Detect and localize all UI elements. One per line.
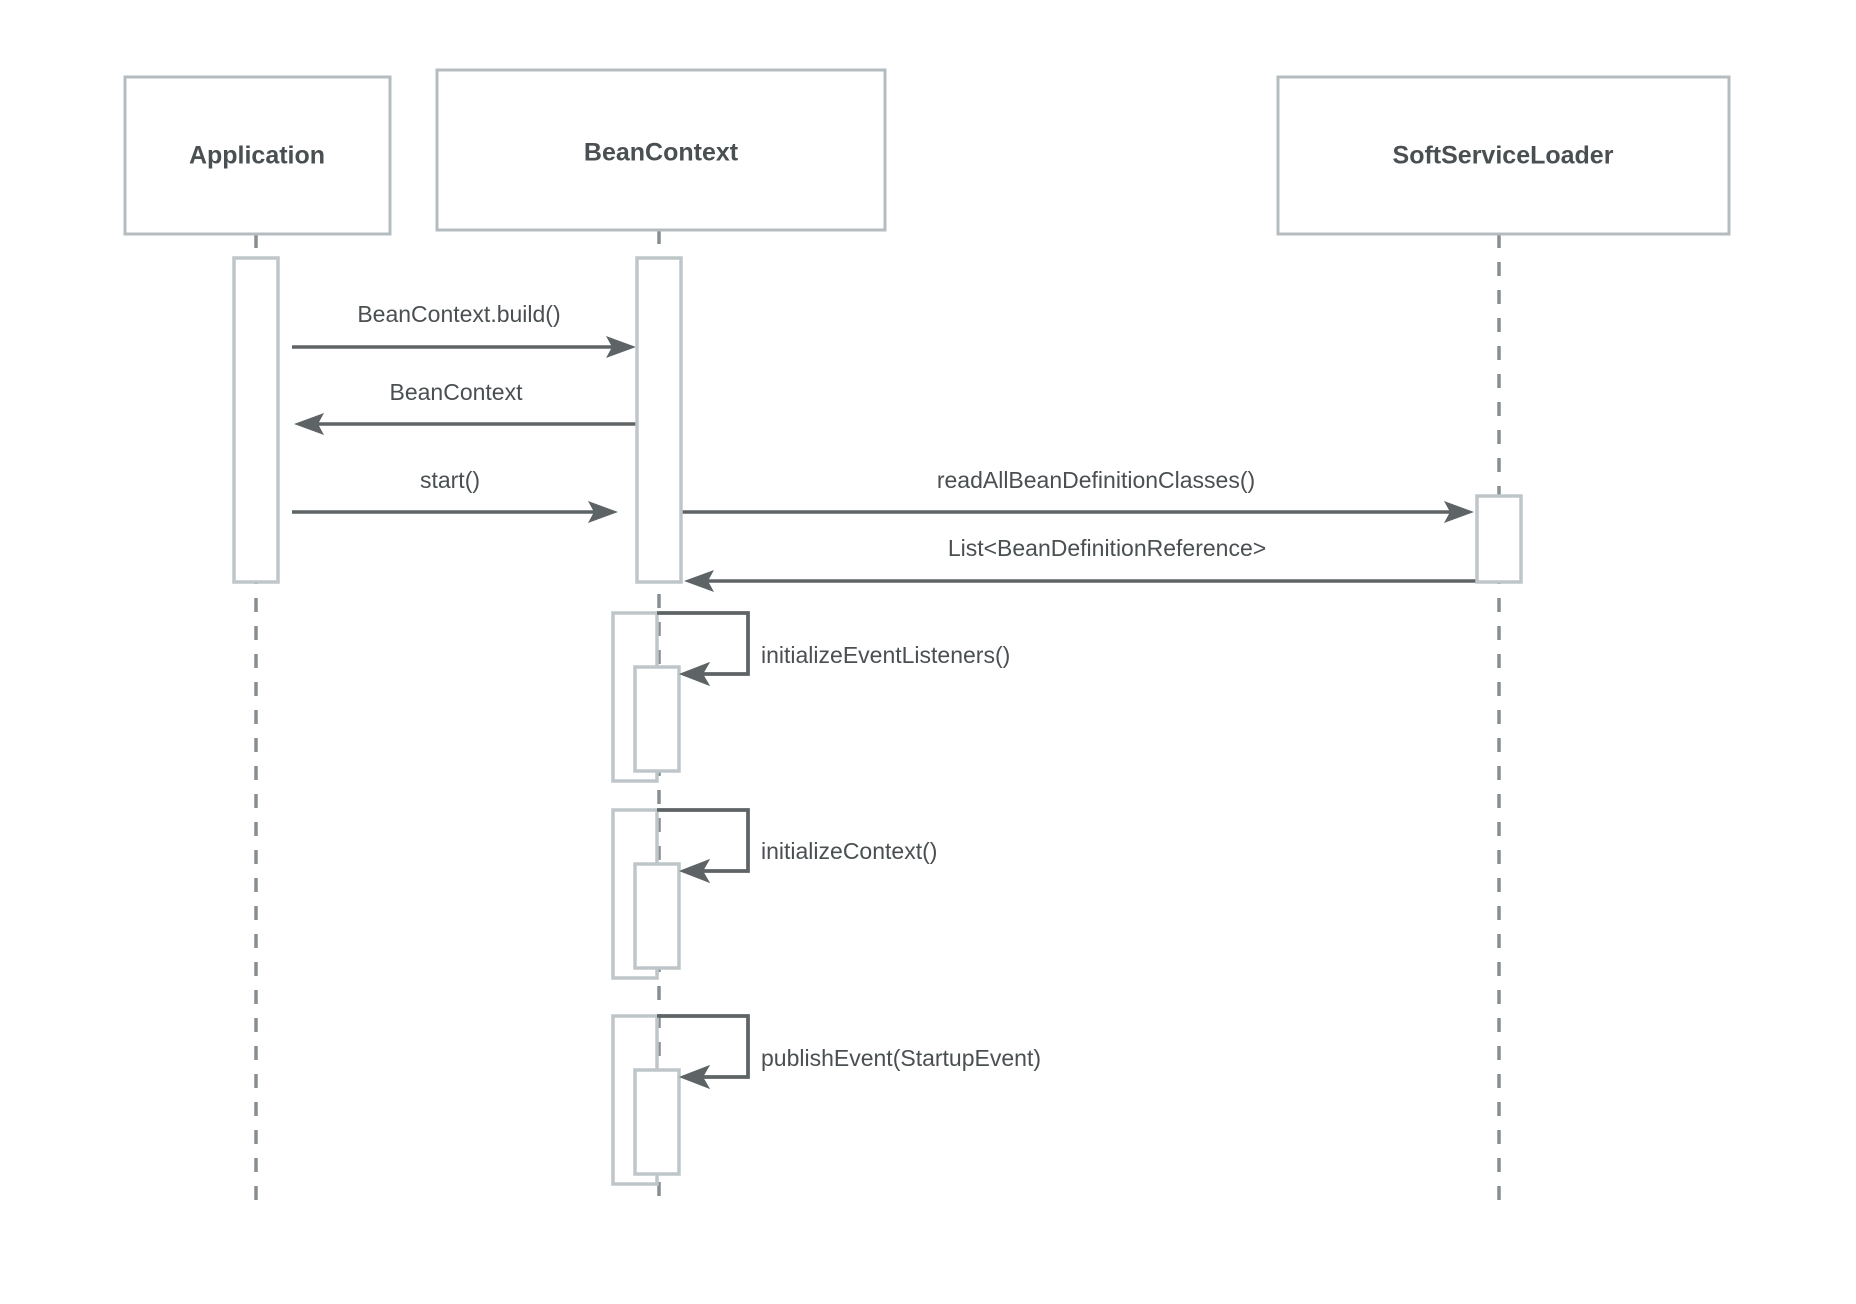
message-readallbeandefinitionclasses xyxy=(681,501,1474,523)
arrowhead-left xyxy=(684,570,714,592)
activations-group xyxy=(232,256,1523,1186)
arrowhead-right xyxy=(588,501,618,523)
arrowhead-right xyxy=(606,336,636,358)
arrowhead-self-3 xyxy=(679,1065,710,1089)
participant-label: BeanContext xyxy=(584,139,739,167)
message-self-path xyxy=(657,1014,750,1079)
message-label-beancontext-return: BeanContext xyxy=(390,379,524,405)
participants-group: Application BeanContext SoftServiceLoade… xyxy=(123,68,1731,236)
participant-beancontext[interactable]: BeanContext xyxy=(435,68,887,232)
activation-self-2-inner xyxy=(633,862,681,970)
message-label-start: start() xyxy=(420,467,480,493)
message-label-list-beandefinitionreference: List<BeanDefinitionReference> xyxy=(948,535,1266,561)
messages-group xyxy=(292,336,1477,1089)
message-beancontext-build xyxy=(292,336,636,358)
self-path-3-overlay xyxy=(657,1014,750,1079)
message-label-initializeeventlisteners: initializeEventListeners() xyxy=(761,642,1010,668)
participant-application[interactable]: Application xyxy=(123,75,392,236)
message-self-path xyxy=(657,611,750,676)
activation-softserviceloader xyxy=(1475,494,1523,584)
participant-label: Application xyxy=(189,142,325,170)
self-path-1-overlay xyxy=(657,611,750,676)
message-label-publishevent-startupevent: publishEvent(StartupEvent) xyxy=(761,1045,1041,1071)
message-beancontext-return xyxy=(294,413,636,435)
participant-box xyxy=(435,68,887,232)
arrowhead-left xyxy=(294,413,324,435)
message-label-beancontext-build: BeanContext.build() xyxy=(357,301,560,327)
arrowhead-self-2 xyxy=(679,859,710,883)
arrowhead-right xyxy=(1444,501,1474,523)
self-path-2-overlay xyxy=(657,808,750,873)
message-label-readallbeandefinitionclasses: readAllBeanDefinitionClasses() xyxy=(937,467,1255,493)
participant-label: SoftServiceLoader xyxy=(1393,142,1614,170)
message-list-beandefinitionreference xyxy=(684,570,1477,592)
message-start xyxy=(292,501,618,523)
activation-self-1-inner xyxy=(633,665,681,773)
message-label-initializecontext: initializeContext() xyxy=(761,838,937,864)
participant-box xyxy=(123,75,392,236)
message-self-path xyxy=(657,808,750,873)
activation-self-3-inner xyxy=(633,1068,681,1176)
participant-softserviceloader[interactable]: SoftServiceLoader xyxy=(1276,75,1731,236)
participant-box xyxy=(1276,75,1731,236)
message-labels-group: BeanContext.build() BeanContext start() … xyxy=(357,301,1266,1071)
self-call-overlay-group xyxy=(657,611,750,1089)
activation-beancontext xyxy=(635,256,683,584)
activation-application xyxy=(232,256,280,584)
arrowhead-self-1 xyxy=(679,662,710,686)
